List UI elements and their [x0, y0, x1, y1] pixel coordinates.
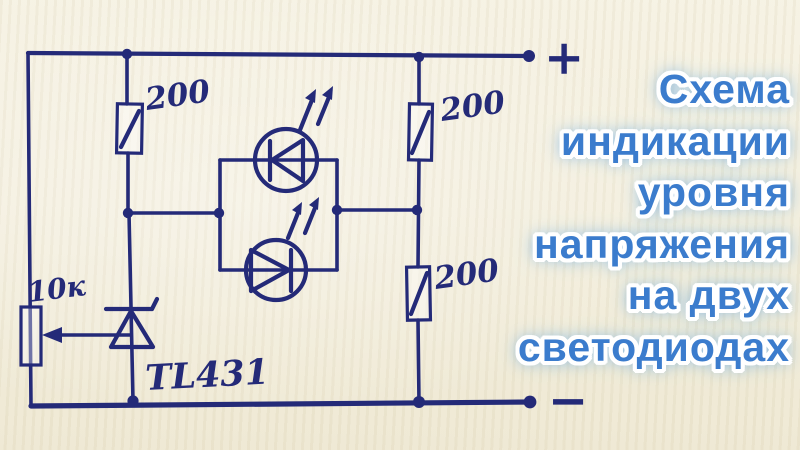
resistor-top-left: 200: [114, 73, 213, 155]
potentiometer-body: [19, 305, 43, 367]
light-emission-arrows: [297, 86, 333, 133]
arrow-shaft: [297, 97, 315, 133]
wire-left-bus: [26, 51, 33, 408]
tl431-symbol: TL431: [103, 296, 270, 399]
title-line: светодиодах: [517, 323, 790, 370]
title-caption: Схема индикации уровня напряжения на дву…: [470, 64, 790, 373]
wiper-arrowhead: [42, 327, 62, 343]
minus-terminal-label: −: [548, 373, 588, 429]
terminal-dot: [523, 395, 537, 409]
junction-dot: [413, 396, 425, 408]
plus-terminal-label: +: [544, 30, 584, 86]
arrow-shaft: [315, 94, 332, 127]
arrow-head: [305, 89, 316, 103]
arrow-shaft: [285, 210, 301, 241]
junction-dot: [122, 207, 134, 219]
junction-dot: [411, 204, 423, 216]
led-top: [252, 86, 333, 194]
tl431-cathode-tick: [149, 296, 160, 312]
supply-terminals: + −: [544, 30, 588, 429]
junction-dot: [121, 48, 133, 60]
terminal-dot: [523, 50, 535, 62]
resistor-value-label: 200: [142, 73, 213, 118]
resistor-stripe: [409, 109, 432, 156]
junction-dot: [331, 204, 343, 216]
junction-dot: [413, 51, 425, 63]
junction-dots: [121, 48, 537, 409]
led-bottom: [243, 197, 319, 303]
resistor-stripe: [118, 108, 142, 150]
wire-top-bus: [25, 50, 532, 59]
title-line: напряжения: [534, 220, 790, 267]
led-triangle: [269, 137, 306, 184]
arrow-head: [322, 86, 333, 100]
arrow-shaft: [302, 205, 318, 236]
led-circle: [252, 126, 320, 194]
junction-dot: [213, 207, 225, 219]
arrow-head: [292, 202, 302, 215]
wire-r3-bottom: [416, 318, 421, 404]
led-triangle: [248, 247, 292, 294]
resistor-stripe: [408, 270, 430, 317]
led-circle: [243, 237, 309, 303]
resistor-top-right: 200: [406, 84, 508, 162]
title-line: индикации: [560, 117, 790, 164]
arrow-head: [309, 197, 319, 210]
tl431-triangle: [108, 308, 156, 350]
potentiometer-value-label: 10к: [26, 269, 89, 309]
title-line: уровня: [637, 169, 790, 215]
light-emission-arrows: [285, 197, 319, 241]
tl431-label: TL431: [144, 352, 270, 399]
title-line: на двух: [627, 272, 790, 318]
junction-dot: [127, 395, 139, 407]
title-line: Схема: [658, 66, 790, 112]
wire-bottom-bus: [28, 399, 533, 409]
potentiometer: 10к: [19, 269, 89, 367]
